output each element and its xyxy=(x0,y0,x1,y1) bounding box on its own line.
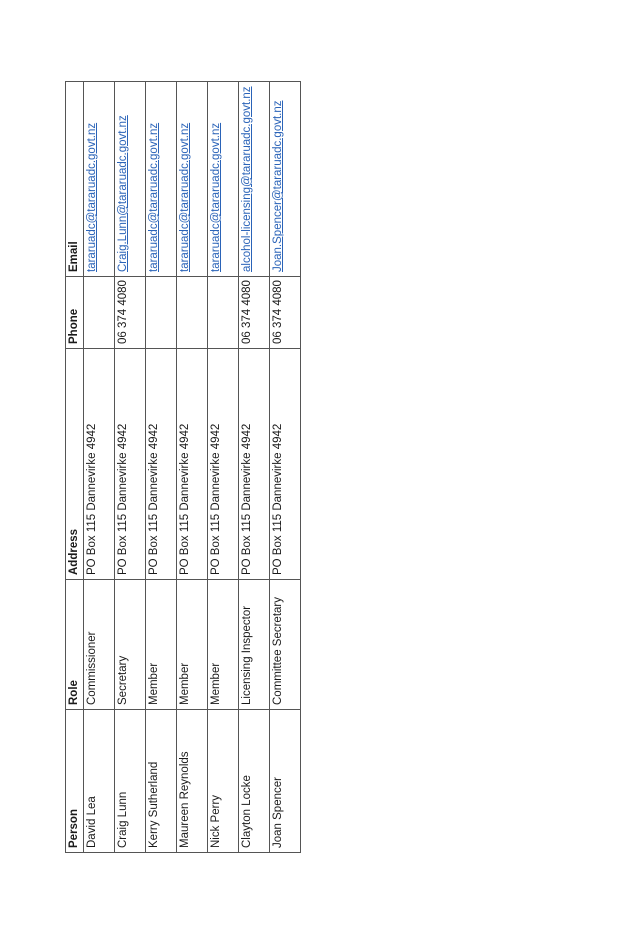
cell-phone: 06 374 4080 xyxy=(238,276,270,349)
table-row: Joan Spencer Committee Secretary PO Box … xyxy=(269,81,301,853)
cell-phone xyxy=(176,276,208,349)
cell-phone: 06 374 4080 xyxy=(269,276,301,349)
cell-address: PO Box 115 Dannevirke 4942 xyxy=(83,348,115,580)
cell-phone xyxy=(83,276,115,349)
email-link[interactable]: tararuadc@tararuadc.govt.nz xyxy=(179,122,191,272)
cell-address: PO Box 115 Dannevirke 4942 xyxy=(176,348,208,580)
cell-person: Maureen Reynolds xyxy=(176,709,208,853)
cell-email: tararuadc@tararuadc.govt.nz xyxy=(176,81,208,277)
email-link[interactable]: tararuadc@tararuadc.govt.nz xyxy=(210,122,222,272)
table-row: Nick Perry Member PO Box 115 Dannevirke … xyxy=(207,81,239,853)
table-row: Maureen Reynolds Member PO Box 115 Danne… xyxy=(176,81,208,853)
cell-person: Craig Lunn xyxy=(114,709,146,853)
cell-email: Joan.Spencer@tararuadc.govt.nz xyxy=(269,81,301,277)
header-email: Email xyxy=(65,81,84,277)
cell-person: Nick Perry xyxy=(207,709,239,853)
email-link[interactable]: Joan.Spencer@tararuadc.govt.nz xyxy=(272,100,284,273)
header-role: Role xyxy=(65,579,84,710)
cell-address: PO Box 115 Dannevirke 4942 xyxy=(145,348,177,580)
cell-role: Committee Secretary xyxy=(269,579,301,710)
table-row: David Lea Commissioner PO Box 115 Dannev… xyxy=(83,81,115,853)
cell-person: David Lea xyxy=(83,709,115,853)
header-phone: Phone xyxy=(65,276,84,349)
cell-address: PO Box 115 Dannevirke 4942 xyxy=(269,348,301,580)
table-header-row: Person Role Address Phone Email xyxy=(65,81,84,853)
cell-role: Secretary xyxy=(114,579,146,710)
email-link[interactable]: tararuadc@tararuadc.govt.nz xyxy=(86,122,98,272)
cell-person: Kerry Sutherland xyxy=(145,709,177,853)
cell-role: Member xyxy=(207,579,239,710)
email-link[interactable]: alcohol-licensing@tararuadc.govt.nz xyxy=(241,86,253,272)
rotated-table-wrapper: Person Role Address Phone Email David Le… xyxy=(65,81,301,853)
cell-phone: 06 374 4080 xyxy=(114,276,146,349)
cell-role: Licensing Inspector xyxy=(238,579,270,710)
table-row: Kerry Sutherland Member PO Box 115 Danne… xyxy=(145,81,177,853)
cell-email: tararuadc@tararuadc.govt.nz xyxy=(207,81,239,277)
cell-role: Member xyxy=(145,579,177,710)
cell-role: Member xyxy=(176,579,208,710)
cell-email: Craig.Lunn@tararuadc.govt.nz xyxy=(114,81,146,277)
email-link[interactable]: tararuadc@tararuadc.govt.nz xyxy=(148,122,160,272)
cell-phone xyxy=(207,276,239,349)
contacts-table: Person Role Address Phone Email David Le… xyxy=(65,81,301,853)
cell-email: tararuadc@tararuadc.govt.nz xyxy=(83,81,115,277)
cell-person: Clayton Locke xyxy=(238,709,270,853)
table-row: Clayton Locke Licensing Inspector PO Box… xyxy=(238,81,270,853)
email-link[interactable]: Craig.Lunn@tararuadc.govt.nz xyxy=(117,115,129,272)
cell-address: PO Box 115 Dannevirke 4942 xyxy=(207,348,239,580)
cell-address: PO Box 115 Dannevirke 4942 xyxy=(114,348,146,580)
header-address: Address xyxy=(65,348,84,580)
header-person: Person xyxy=(65,709,84,853)
cell-email: tararuadc@tararuadc.govt.nz xyxy=(145,81,177,277)
cell-person: Joan Spencer xyxy=(269,709,301,853)
cell-phone xyxy=(145,276,177,349)
cell-address: PO Box 115 Dannevirke 4942 xyxy=(238,348,270,580)
cell-email: alcohol-licensing@tararuadc.govt.nz xyxy=(238,81,270,277)
cell-role: Commissioner xyxy=(83,579,115,710)
table-row: Craig Lunn Secretary PO Box 115 Dannevir… xyxy=(114,81,146,853)
